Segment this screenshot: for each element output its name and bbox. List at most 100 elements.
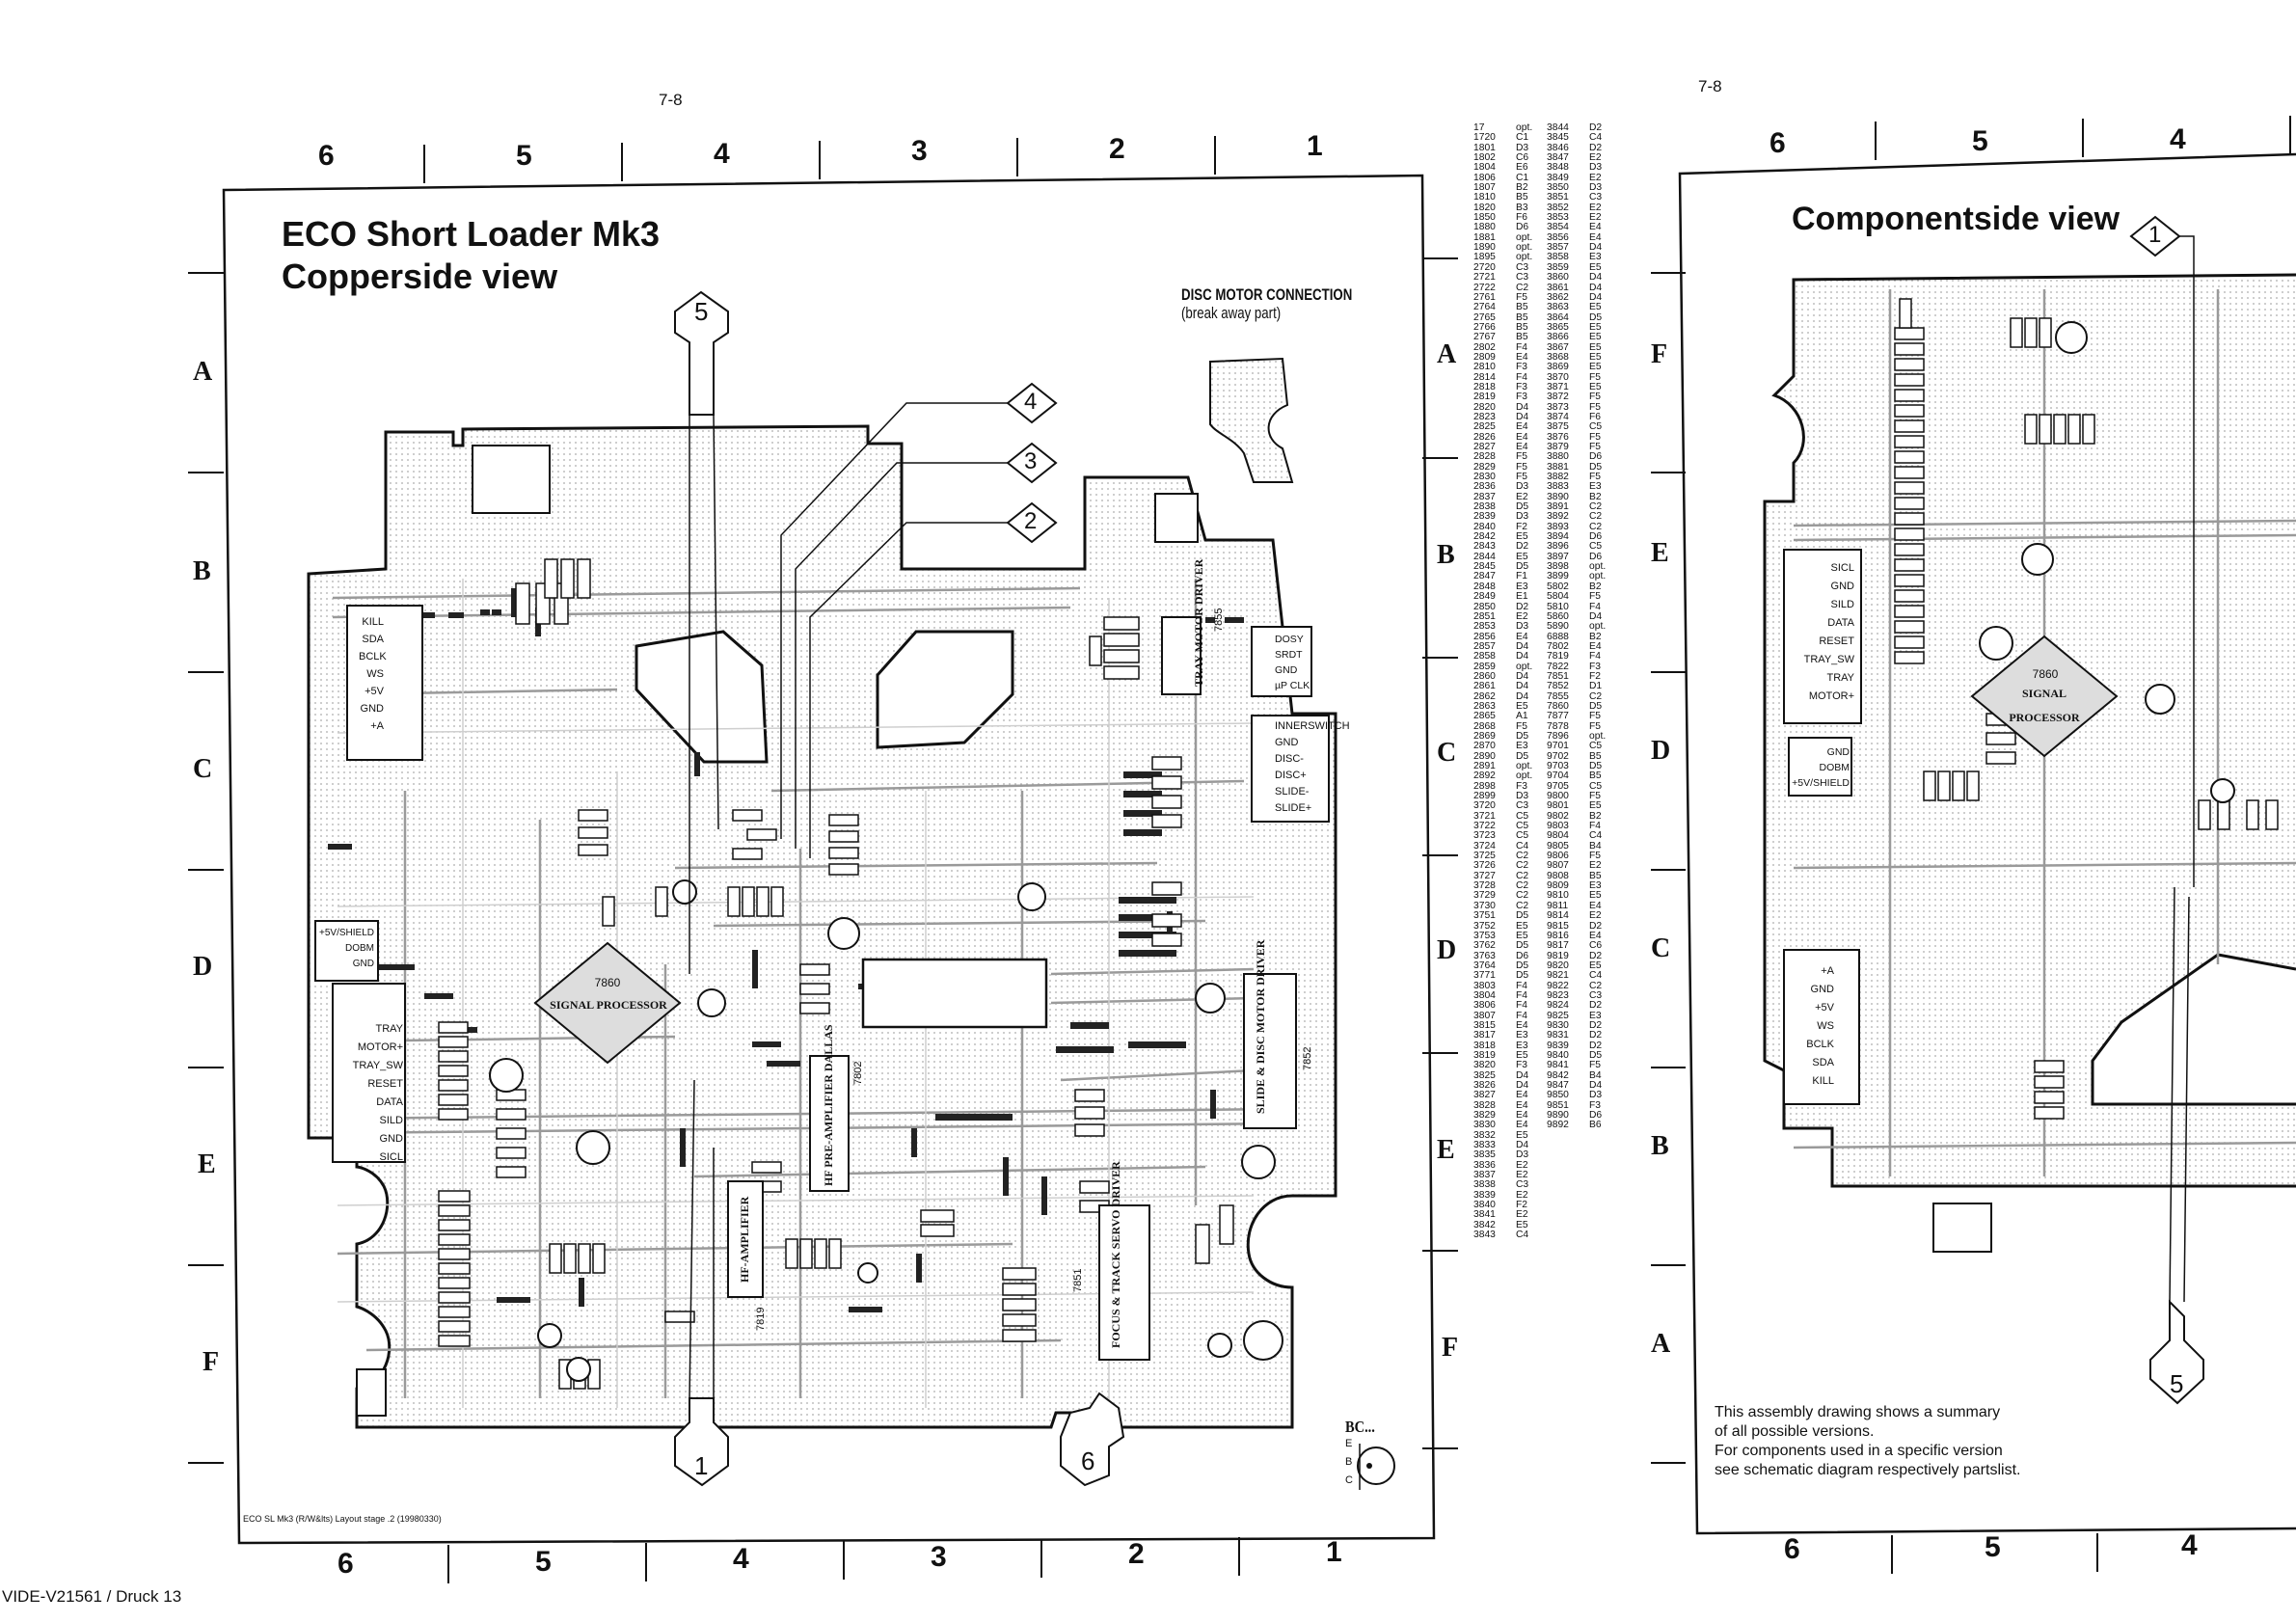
grid-position: D3 (1516, 1149, 1529, 1161)
bc-pins: E B C (1345, 1435, 1353, 1490)
part-number: 9809 (1547, 880, 1569, 892)
marker-4-shape (1006, 382, 1058, 424)
part-number: 3807 (1473, 1010, 1496, 1021)
part-number: 3843 (1473, 1230, 1496, 1241)
part-number: 3729 (1473, 890, 1496, 902)
part-number: 3882 (1547, 472, 1569, 483)
part-number: 3881 (1547, 461, 1569, 473)
marker-4: 4 (1024, 389, 1038, 415)
grid-position: D5 (1516, 960, 1529, 971)
grid-position: E5 (1516, 920, 1528, 932)
part-number: 1810 (1473, 192, 1496, 203)
signal-processor-label: SIGNAL PROCESSOR (550, 998, 667, 1012)
cutout-right (876, 630, 1014, 749)
table-row: 3807 F4 (1473, 1010, 1545, 1021)
part-number: 3837 (1473, 1170, 1496, 1181)
pin-label: +5V (365, 686, 384, 697)
part-number: 2843 (1473, 541, 1496, 553)
grid-position: F5 (1589, 720, 1602, 732)
grid-position: F3 (1516, 381, 1528, 392)
part-number: 3726 (1473, 860, 1496, 872)
right-connector-1810 (1932, 1203, 1992, 1253)
grid-position: E4 (1516, 421, 1528, 433)
part-number: 7877 (1547, 711, 1569, 722)
part-number: 3897 (1547, 551, 1569, 562)
part-number: 9800 (1547, 791, 1569, 802)
part-number: 2899 (1473, 791, 1496, 802)
part-number: 1895 (1473, 252, 1496, 263)
grid-position: F4 (1516, 1010, 1528, 1021)
grid-position: E5 (1589, 332, 1602, 343)
part-number: 2836 (1473, 481, 1496, 493)
grid-position: E5 (1516, 1219, 1528, 1230)
bc-label: BC... (1345, 1418, 1375, 1436)
part-number: 2857 (1473, 640, 1496, 652)
grid-position: E5 (1589, 321, 1602, 333)
grid-position: D2 (1589, 122, 1603, 133)
grid-position: E4 (1516, 1110, 1528, 1122)
grid-position: F5 (1516, 720, 1528, 732)
part-number: 2842 (1473, 531, 1496, 543)
part-number: 3845 (1547, 132, 1569, 144)
focus-track-chip (1098, 1204, 1150, 1361)
grid-position: B5 (1589, 770, 1602, 782)
part-number: 3891 (1547, 501, 1569, 513)
grid-position: D4 (1589, 1080, 1603, 1091)
layout-note: ECO SL Mk3 (R/W&lts) Layout stage .2 (19… (243, 1514, 442, 1524)
grid-position: D3 (1516, 621, 1529, 633)
marker-6-bottom: 6 (1081, 1446, 1095, 1475)
grid-position: F2 (1516, 521, 1528, 532)
part-number: 2845 (1473, 561, 1496, 573)
grid-position: E5 (1589, 960, 1602, 971)
grid-position: D2 (1589, 920, 1603, 932)
table-row: 3891 C2 (1547, 501, 1618, 513)
part-number: 3860 (1547, 272, 1569, 284)
part-number: 9817 (1547, 940, 1569, 952)
part-number: 2827 (1473, 442, 1496, 452)
connector-1807-outline (1154, 493, 1199, 543)
grid-position: C2 (1589, 501, 1603, 513)
grid-position: E3 (1516, 1030, 1528, 1041)
row-label: A (1437, 339, 1457, 369)
part-number: 3722 (1473, 821, 1496, 832)
connector-1850-outline (356, 1368, 387, 1417)
grid-position: opt. (1516, 122, 1533, 133)
marker-3: 3 (1024, 448, 1038, 474)
pin-label: SDA (1812, 1057, 1834, 1068)
pin-label: SICL (379, 1151, 403, 1163)
part-number: 3827 (1473, 1090, 1496, 1101)
signal-processor-num: 7860 (594, 976, 621, 989)
pin-label: KILL (1812, 1075, 1834, 1087)
grid-position: F4 (1516, 341, 1528, 353)
pin-label: DATA (1827, 617, 1854, 629)
disc-motor-label: DISC MOTOR CONNECTION (break away part) (1181, 285, 1352, 322)
grid-position: opt. (1589, 730, 1607, 742)
marker-5-top: 5 (694, 297, 709, 326)
part-number: 2856 (1473, 631, 1496, 642)
